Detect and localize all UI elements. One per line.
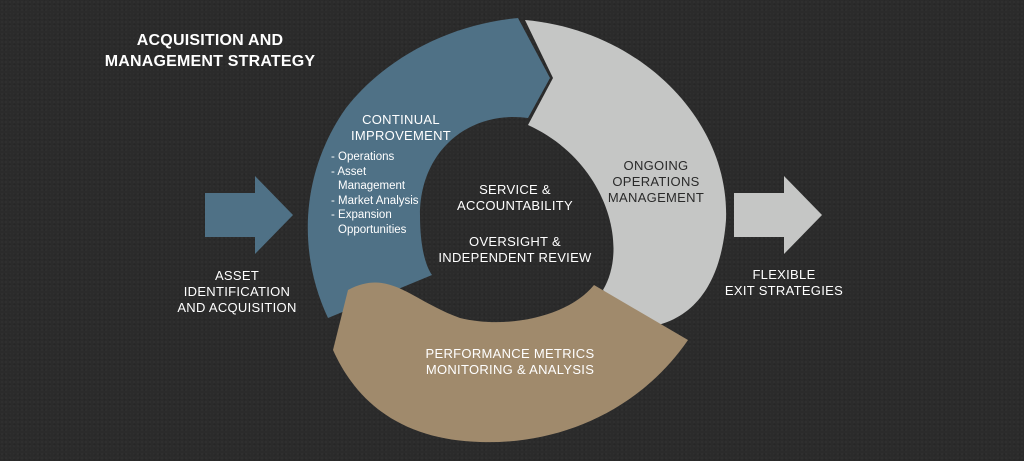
exit-label-line-1: FLEXIBLE — [752, 267, 816, 282]
list-item: - Market Analysis — [331, 194, 419, 207]
ongoing-line-3: MANAGEMENT — [607, 190, 705, 205]
exit-strategies-label: FLEXIBLE EXIT STRATEGIES — [718, 267, 850, 299]
list-item: - Expansion Opportunities — [331, 209, 407, 236]
center-block1-line-2: ACCOUNTABILITY — [457, 198, 573, 213]
performance-line-1: PERFORMANCE METRICS — [425, 346, 595, 361]
title-line-2: MANAGEMENT STRATEGY — [104, 53, 316, 70]
center-block1-line-1: SERVICE & — [479, 182, 551, 197]
exit-label-line-2: EXIT STRATEGIES — [724, 283, 844, 298]
asset-label-line-3: AND ACQUISITION — [177, 300, 297, 315]
title-line-1: ACQUISITION AND — [136, 32, 284, 49]
ongoing-line-2: OPERATIONS — [612, 174, 700, 189]
output-arrow — [734, 176, 822, 254]
performance-metrics-segment — [333, 282, 688, 443]
list-item: - Operations — [331, 151, 395, 163]
service-accountability-label: SERVICE & ACCOUNTABILITY — [440, 182, 590, 214]
continual-improvement-segment — [307, 18, 550, 318]
ongoing-line-1: ONGOING — [623, 158, 689, 173]
continual-improvement-list: - Operations - Asset Management - Market… — [331, 150, 431, 237]
continual-heading-line-2: IMPROVEMENT — [350, 128, 452, 143]
continual-improvement-heading: CONTINUAL IMPROVEMENT — [335, 112, 467, 144]
performance-metrics-label: PERFORMANCE METRICS MONITORING & ANALYSI… — [410, 346, 610, 378]
center-block2-line-1: OVERSIGHT & — [469, 234, 561, 249]
performance-line-2: MONITORING & ANALYSIS — [425, 362, 595, 377]
diagram-title: ACQUISITION AND MANAGEMENT STRATEGY — [60, 30, 360, 72]
ongoing-operations-segment — [525, 20, 727, 328]
asset-label-line-2: IDENTIFICATION — [183, 284, 291, 299]
list-item: - Asset Management — [331, 165, 406, 193]
continual-heading-line-1: CONTINUAL — [362, 112, 440, 127]
oversight-review-label: OVERSIGHT & INDEPENDENT REVIEW — [425, 234, 605, 266]
center-block2-line-2: INDEPENDENT REVIEW — [438, 250, 592, 265]
asset-identification-label: ASSET IDENTIFICATION AND ACQUISITION — [162, 268, 312, 316]
input-arrow — [205, 176, 293, 254]
ongoing-operations-label: ONGOING OPERATIONS MANAGEMENT — [596, 158, 716, 206]
asset-label-line-1: ASSET — [214, 268, 260, 283]
